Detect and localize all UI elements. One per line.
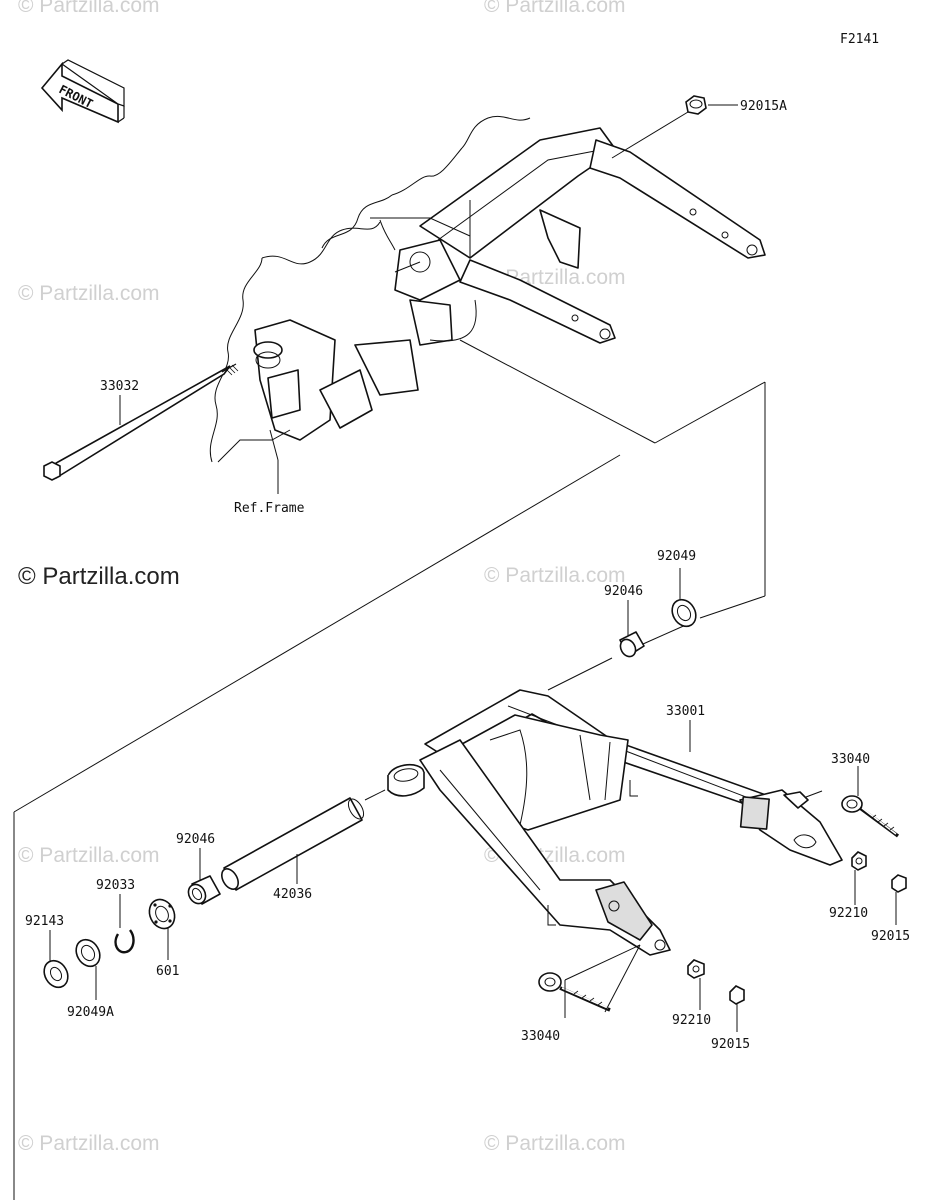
part-label-92049-top[interactable]: 92049 <box>657 549 696 564</box>
collar-92143[interactable] <box>39 956 72 991</box>
watermark: © Partzilla.com <box>18 0 160 17</box>
part-label-92210-bottom[interactable]: 92210 <box>672 1013 711 1028</box>
part-label-33040-right[interactable]: 33040 <box>831 752 870 767</box>
circlip-92033[interactable] <box>114 929 135 954</box>
seal-92049A[interactable] <box>71 935 104 970</box>
swingarm-33001[interactable] <box>387 689 843 956</box>
part-label-92143[interactable]: 92143 <box>25 914 64 929</box>
part-label-92033[interactable]: 92033 <box>96 878 135 893</box>
part-label-601[interactable]: 601 <box>156 964 179 979</box>
part-label-92210-right[interactable]: 92210 <box>829 906 868 921</box>
watermark: © Partzilla.com <box>18 844 160 867</box>
watermark-main: © Partzilla.com <box>18 563 180 590</box>
part-label-42036[interactable]: 42036 <box>273 887 312 902</box>
part-label-92049A[interactable]: 92049A <box>67 1005 114 1020</box>
part-label-33001[interactable]: 33001 <box>666 704 705 719</box>
nut-92015-right[interactable] <box>891 874 907 893</box>
ref-frame-label: Ref.Frame <box>234 501 305 516</box>
part-label-33032[interactable]: 33032 <box>100 379 139 394</box>
nut-92210-bottom[interactable] <box>687 959 705 979</box>
nut-92015A[interactable] <box>685 95 707 115</box>
sleeve-42036[interactable] <box>218 796 366 892</box>
ball-bearing-601[interactable] <box>145 895 179 932</box>
watermark: © Partzilla.com <box>18 1132 160 1155</box>
pivot-shaft-33032[interactable] <box>43 363 239 481</box>
part-label-92046-left[interactable]: 92046 <box>176 832 215 847</box>
needle-bearing-92046-top[interactable] <box>617 631 645 659</box>
nut-92015-bottom[interactable] <box>729 985 745 1005</box>
chain-adjuster-33040-bottom[interactable] <box>538 972 611 1012</box>
group-outline <box>13 339 766 1200</box>
watermark: © Partzilla.com <box>484 0 626 17</box>
front-arrow-icon: FRONT <box>40 59 125 124</box>
needle-bearing-92046-left[interactable] <box>185 875 221 907</box>
part-label-92015-right[interactable]: 92015 <box>871 929 910 944</box>
part-label-92046-top[interactable]: 92046 <box>604 584 643 599</box>
seal-92049[interactable] <box>667 595 700 630</box>
nut-92210-right[interactable] <box>851 851 867 871</box>
figure-code: F2141 <box>840 32 879 47</box>
frame-drawing <box>209 115 766 494</box>
watermark: © Partzilla.com <box>484 1132 626 1155</box>
part-label-33040-bottom[interactable]: 33040 <box>521 1029 560 1044</box>
part-label-92015-bottom[interactable]: 92015 <box>711 1037 750 1052</box>
chain-adjuster-33040-right[interactable] <box>841 795 900 838</box>
watermark: © Partzilla.com <box>484 564 626 587</box>
watermark: © Partzilla.com <box>18 282 160 305</box>
part-label-92015A[interactable]: 92015A <box>740 99 787 114</box>
